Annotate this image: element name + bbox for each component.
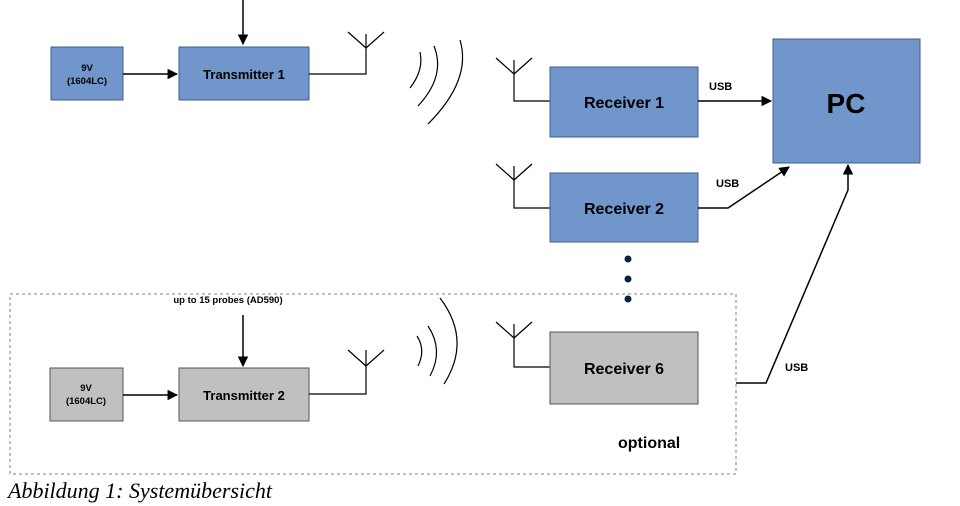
pc-label: PC xyxy=(827,88,866,119)
radio-waves-icon xyxy=(416,297,458,385)
receiver-6-usb-arrow xyxy=(736,163,854,384)
antenna-icon xyxy=(309,31,385,75)
battery-1-model: (1604LC) xyxy=(67,76,107,87)
battery-2-model: (1604LC) xyxy=(66,396,106,407)
usb-label-receiver-2: USB xyxy=(716,178,739,190)
battery-1-voltage: 9V xyxy=(81,63,93,74)
pc-box: PC xyxy=(772,38,921,164)
usb-label-receiver-1: USB xyxy=(709,81,732,93)
probes-label: up to 15 probes (AD590) xyxy=(173,295,282,306)
receiver-1-label: Receiver 1 xyxy=(584,95,664,112)
transmitter-2-label: Transmitter 2 xyxy=(203,388,285,403)
receiver-2-label: Receiver 2 xyxy=(584,201,664,218)
transmitter-box-2: Transmitter 2 xyxy=(178,367,310,422)
battery-box-1: 9V (1604LC) xyxy=(50,46,124,101)
receiver-box-6: Receiver 6 xyxy=(549,331,699,405)
antenna-icon xyxy=(495,163,550,209)
receiver-box-2: Receiver 2 xyxy=(549,172,699,243)
battery-2-voltage: 9V xyxy=(80,383,92,394)
transmitter-box-1: Transmitter 1 xyxy=(178,46,310,101)
optional-label: optional xyxy=(618,435,680,452)
receiver-box-1: Receiver 1 xyxy=(549,66,699,138)
receiver-6-label: Receiver 6 xyxy=(584,361,664,378)
figure-caption: Abbildung 1: Systemübersicht xyxy=(8,478,272,503)
antenna-icon xyxy=(495,321,550,368)
usb-label-receiver-6: USB xyxy=(785,362,808,374)
antenna-icon xyxy=(495,57,550,102)
antenna-icon xyxy=(309,349,385,395)
transmitter-1-label: Transmitter 1 xyxy=(203,67,285,82)
ellipsis-dots xyxy=(624,255,632,303)
optional-group-frame xyxy=(9,293,737,475)
battery-box-2: 9V (1604LC) xyxy=(49,367,124,422)
receiver-2-usb-arrow xyxy=(698,166,790,209)
radio-waves-icon xyxy=(409,39,464,125)
